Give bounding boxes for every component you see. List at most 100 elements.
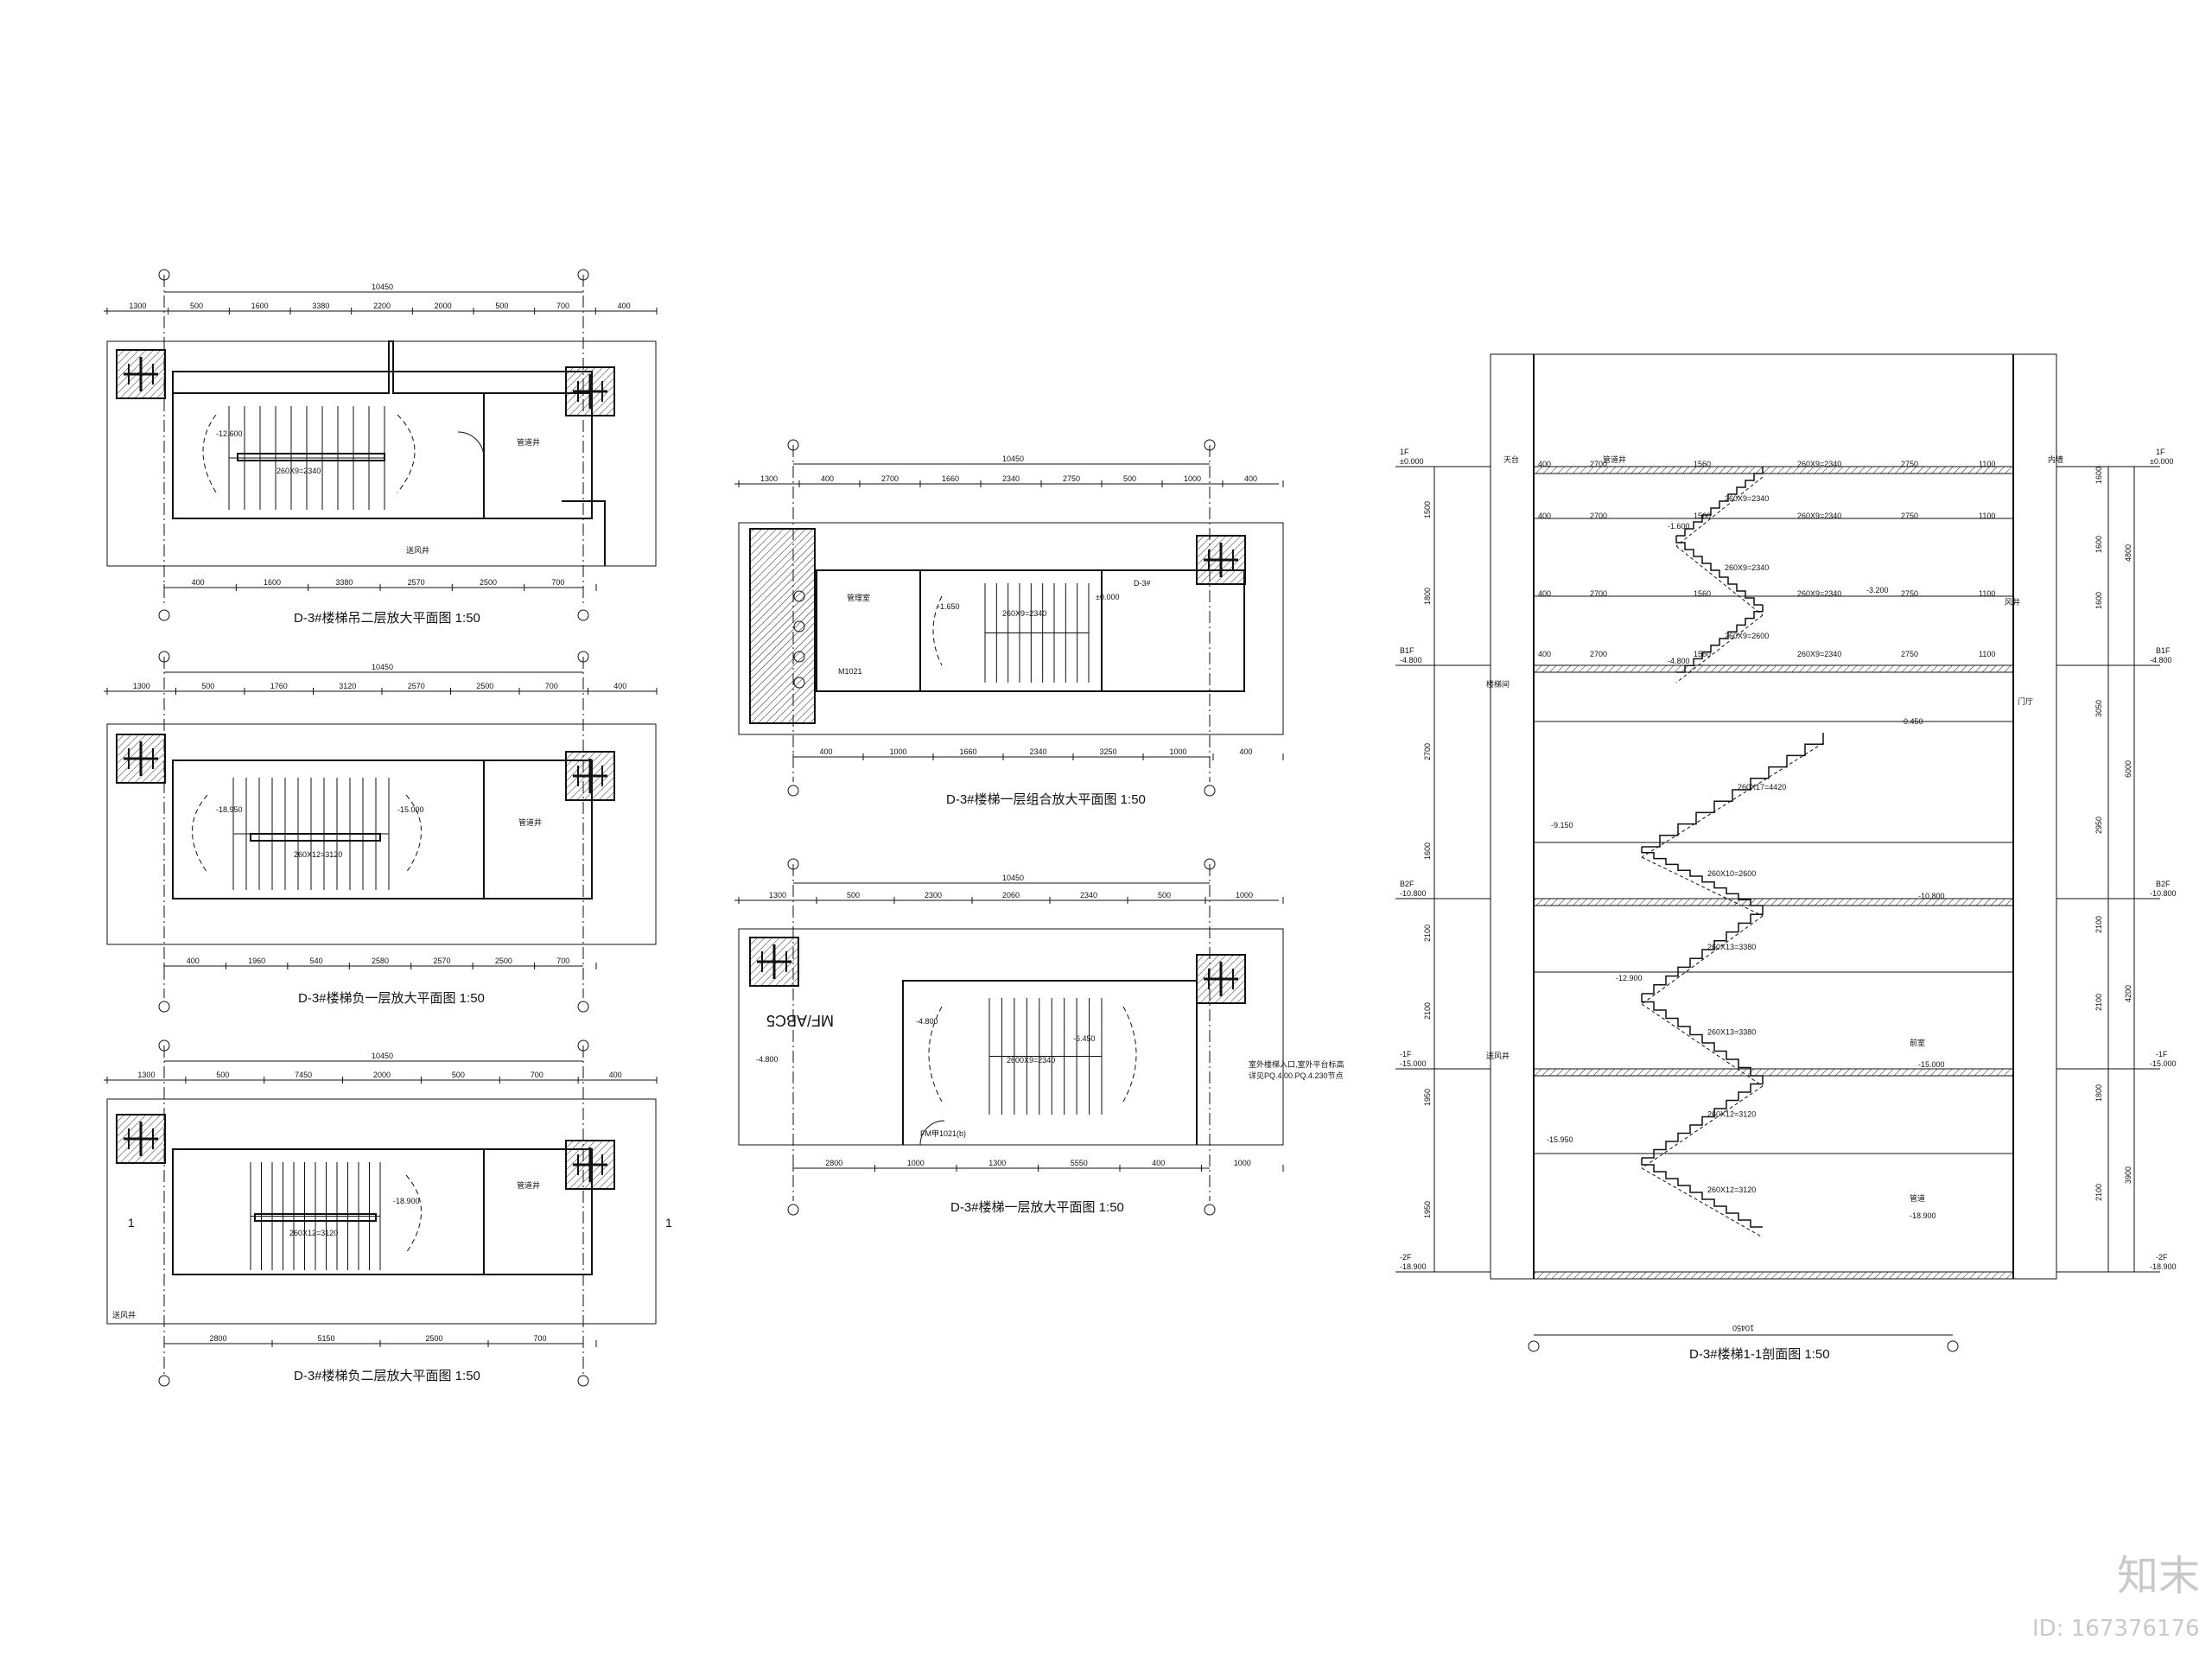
room-label: 管道井 (1603, 454, 1626, 464)
flight-label: 260X9=2340 (1725, 494, 1769, 503)
dim-value: 2500 (426, 1334, 443, 1343)
dim-total: 4800 (2124, 544, 2133, 562)
dim-value: 2340 (1030, 747, 1047, 756)
flight-label: 260X12=3120 (1707, 1185, 1756, 1194)
stair-label: 2600X9=2340 (1007, 1056, 1055, 1065)
room-label: 送风井 (1486, 1051, 1510, 1060)
dim-value: 2100 (2094, 1184, 2103, 1201)
level-value-right: ±0.000 (2150, 457, 2173, 466)
stair-flight (1642, 733, 1824, 848)
floor-slab (1533, 466, 2014, 474)
floor-slab (1533, 1271, 2014, 1280)
dim-value: 700 (556, 957, 569, 965)
stair-label: 260X9=2340 (1002, 609, 1046, 618)
dim-value: 1300 (129, 302, 146, 310)
inner-level: -9.150 (1551, 821, 1573, 830)
level-value: -18.900 (1400, 1262, 1427, 1271)
level-markers: 1F±0.0001F±0.000B1F-4.800B1F-4.800B2F-10… (1395, 448, 2177, 1273)
note: 室外楼梯入口,室外平台标高 (1249, 1059, 1344, 1069)
stair-label: 260X9=2340 (276, 467, 321, 475)
flight-soffit (1641, 1085, 1764, 1169)
level-mark-3: -4.800 (756, 1055, 779, 1064)
brand-logo: 知末 (2117, 1552, 2200, 1600)
level-mark-2: -6.450 (1073, 1034, 1096, 1043)
dim-total: 4200 (2124, 985, 2133, 1002)
stair-label: 260X12=3120 (294, 850, 342, 859)
dim-value: 400 (609, 1071, 622, 1079)
flight-label: 260X10=2600 (1707, 869, 1756, 878)
overall-dim: 10450 (1002, 454, 1024, 463)
overall-dim: 10450 (372, 1052, 393, 1060)
dim-value: 500 (216, 1071, 229, 1079)
note-2: 详见PQ.4.00.PQ.4.230节点 (1249, 1071, 1344, 1080)
dim-value: 2340 (1002, 474, 1020, 483)
room-label: 天台 (1503, 454, 1519, 464)
flight-soffit (1641, 915, 1764, 1005)
dim-value: 1600 (2094, 536, 2103, 553)
note: 送风井 (406, 545, 429, 555)
dim-value: 400 (1152, 1159, 1165, 1167)
dim-value: 1000 (1236, 891, 1253, 899)
level-value-right: -18.900 (2150, 1262, 2177, 1271)
flight-label: 260X17=4420 (1738, 783, 1786, 791)
dim-value: 700 (534, 1334, 547, 1343)
dim-value: 1600 (2094, 467, 2103, 484)
row-dim: 1100 (1979, 460, 1995, 468)
dim-value: 2570 (408, 682, 425, 690)
dim-value: 3050 (2094, 700, 2103, 717)
row-dim: 400 (1538, 512, 1551, 520)
level-mark-2: ±0.000 (1096, 593, 1119, 601)
drawing-title: D-3#楼梯一层放大平面图 1:50 (950, 1200, 1124, 1215)
dim-value: 1300 (988, 1159, 1006, 1167)
level-name-right: B2F (2156, 880, 2171, 888)
door-label: FM甲1021(b) (920, 1129, 966, 1138)
row-dim: 1560 (1694, 460, 1711, 468)
level-mark: -4.800 (916, 1017, 938, 1026)
stair-flight (1642, 906, 1764, 995)
dim-value: 1600 (264, 578, 281, 587)
dim-value: 2340 (1080, 891, 1097, 899)
floor-slabs (1533, 466, 2014, 1280)
dim-value-left: 1950 (1423, 1201, 1432, 1218)
dim-value: 1960 (248, 957, 265, 965)
room-label: 管理室 (847, 593, 870, 602)
overall-dim: 10450 (372, 283, 393, 291)
dim-value: 2750 (1063, 474, 1080, 483)
dim-value: 400 (820, 747, 833, 756)
dim-value: 540 (310, 957, 323, 965)
image-id: ID: 167376176 (2032, 1616, 2200, 1642)
row-dim: 2750 (1901, 589, 1918, 598)
row-dim: 1100 (1979, 650, 1995, 658)
flight-soffit (1641, 856, 1764, 917)
level-value: ±0.000 (1400, 457, 1423, 466)
inner-level: -15.000 (1918, 1060, 1945, 1069)
dim-value: 500 (201, 682, 214, 690)
stair-run (228, 406, 385, 510)
level-value: -4.800 (1400, 656, 1422, 664)
dim-value: 1000 (890, 747, 907, 756)
inner-level: -3.200 (1866, 586, 1889, 594)
row-dim: 260X9=2340 (1797, 650, 1841, 658)
stair-name: D-3# (1134, 579, 1151, 588)
dim-value: 2000 (435, 302, 452, 310)
room-label: 内墙 (2048, 454, 2063, 464)
flight-soffit (1641, 742, 1824, 858)
dim-value: 3250 (1100, 747, 1117, 756)
dim-value: 2800 (825, 1159, 842, 1167)
stair-flight (1675, 536, 1763, 606)
drawing-title: D-3#楼梯一层组合放大平面图 1:50 (946, 792, 1146, 807)
row-dim: 400 (1538, 460, 1551, 468)
room-label: 楼梯间 (1486, 679, 1510, 689)
drawing-title: D-3#楼梯1-1剖面图 1:50 (1689, 1347, 1830, 1362)
dim-value: 1000 (907, 1159, 925, 1167)
dim-value: 2300 (925, 891, 942, 899)
